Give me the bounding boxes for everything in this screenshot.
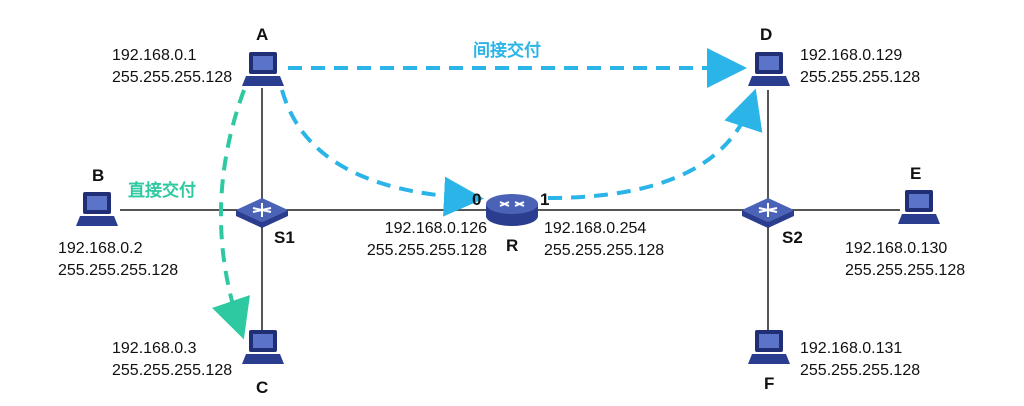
host-a-mask: 255.255.255.128 — [112, 69, 233, 86]
switch-icon-s1 — [236, 198, 288, 228]
indirect-arrow-a-r — [280, 89, 484, 217]
switch-s2-name: S2 — [782, 228, 803, 247]
pc-icon-b — [76, 192, 118, 226]
router-port1-mask: 255.255.255.128 — [544, 242, 665, 259]
router-port1-address: 192.168.0.254 255.255.255.128 — [544, 218, 664, 262]
host-d-ip: 192.168.0.129 — [800, 47, 903, 64]
host-b-address: 192.168.0.2 255.255.255.128 — [58, 238, 178, 282]
indirect-delivery-label: 间接交付 — [473, 41, 541, 60]
pc-icon-d — [748, 52, 790, 86]
host-f-mask: 255.255.255.128 — [800, 362, 921, 379]
router-port0-mask: 255.255.255.128 — [366, 242, 487, 259]
host-a-address: 192.168.0.1 255.255.255.128 — [112, 45, 232, 89]
host-e-ip: 192.168.0.130 — [845, 240, 948, 257]
pc-icon-f — [748, 330, 790, 364]
host-b-mask: 255.255.255.128 — [58, 262, 179, 279]
host-e-name: E — [910, 164, 922, 183]
pc-icon-c — [242, 330, 284, 364]
pc-icon-a — [242, 52, 284, 86]
host-e-address: 192.168.0.130 255.255.255.128 — [845, 238, 965, 282]
router-name: R — [506, 236, 519, 255]
host-c-address: 192.168.0.3 255.255.255.128 — [112, 338, 232, 382]
direct-delivery-label: 直接交付 — [128, 181, 196, 200]
host-e-mask: 255.255.255.128 — [845, 262, 966, 279]
router-port-0: 0 — [472, 190, 482, 209]
host-f-ip: 192.168.0.131 — [800, 340, 903, 357]
host-f-address: 192.168.0.131 255.255.255.128 — [800, 338, 920, 382]
router-port1-ip: 192.168.0.254 — [544, 220, 647, 237]
host-b-name: B — [92, 166, 105, 185]
switch-s1-name: S1 — [274, 228, 295, 247]
host-b-ip: 192.168.0.2 — [58, 240, 143, 257]
host-d-mask: 255.255.255.128 — [800, 69, 921, 86]
pc-icon-e — [898, 190, 940, 224]
switch-icon-s2 — [742, 198, 794, 228]
host-d-name: D — [760, 25, 773, 44]
host-f-name: F — [764, 374, 775, 393]
host-a-name: A — [256, 25, 269, 44]
host-d-address: 192.168.0.129 255.255.255.128 — [800, 45, 920, 89]
router-icon — [486, 194, 538, 226]
host-a-ip: 192.168.0.1 — [112, 47, 197, 64]
router-port-1: 1 — [540, 190, 550, 209]
indirect-arrow-r-d — [547, 88, 763, 200]
router-port0-address: 192.168.0.126 255.255.255.128 — [352, 218, 487, 262]
router-port0-ip: 192.168.0.126 — [384, 220, 487, 237]
host-c-name: C — [256, 378, 269, 397]
host-c-ip: 192.168.0.3 — [112, 340, 197, 357]
host-c-mask: 255.255.255.128 — [112, 362, 233, 379]
indirect-delivery-paths — [280, 48, 763, 217]
direct-arrow-a-c — [212, 89, 250, 340]
